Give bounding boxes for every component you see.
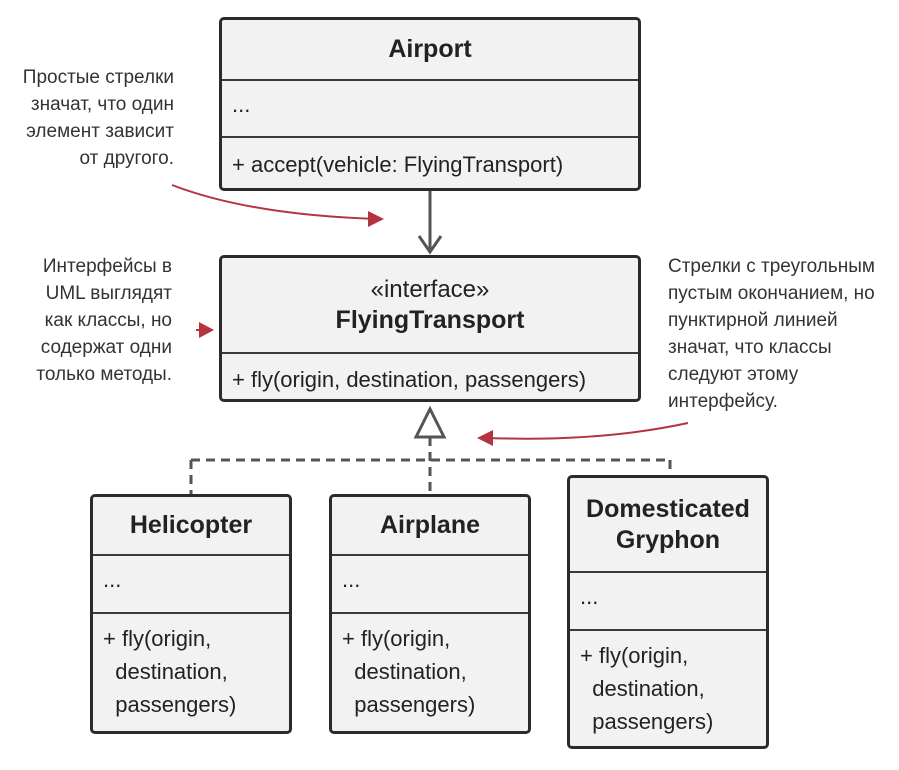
- note-dependency: Простые стрелки значат, что один элемент…: [22, 67, 174, 169]
- note-realization: Стрелки с треугольным пустым окончанием,…: [668, 256, 875, 412]
- dependency-arrow: [417, 190, 443, 255]
- interface-header: «interface» FlyingTransport: [222, 258, 638, 354]
- class-airplane-name: Airplane: [332, 497, 528, 556]
- class-gryphon-name: Domesticated Gryphon: [570, 478, 766, 573]
- class-helicopter-attributes: ...: [93, 556, 289, 614]
- class-helicopter-methods: + fly(origin, destination, passengers): [103, 626, 237, 717]
- class-gryphon-methods: + fly(origin, destination, passengers): [580, 643, 714, 734]
- realization-arrow: [189, 405, 672, 497]
- note-arrow-realization: [477, 422, 689, 446]
- class-gryphon-attributes: ...: [570, 573, 766, 631]
- class-airport-methods: + accept(vehicle: FlyingTransport): [232, 152, 564, 177]
- class-airplane-attributes: ...: [332, 556, 528, 614]
- interface-flying-transport: «interface» FlyingTransport + fly(origin…: [219, 255, 641, 402]
- note-arrow-interface: [196, 322, 214, 338]
- interface-methods: + fly(origin, destination, passengers): [232, 367, 587, 392]
- interface-name: FlyingTransport: [335, 306, 525, 334]
- class-gryphon: Domesticated Gryphon ... + fly(origin, d…: [567, 475, 769, 749]
- interface-stereotype: «interface»: [370, 276, 490, 303]
- note-interface: Интерфейсы в UML выглядят как классы, но…: [36, 256, 172, 385]
- class-helicopter: Helicopter ... + fly(origin, destination…: [90, 494, 292, 734]
- class-airport: Airport ... + accept(vehicle: FlyingTran…: [219, 17, 641, 191]
- note-arrow-dependency: [171, 184, 384, 227]
- class-airport-attributes: ...: [222, 81, 638, 138]
- class-airplane: Airplane ... + fly(origin, destination, …: [329, 494, 531, 734]
- class-airport-name: Airport: [222, 20, 638, 81]
- class-airplane-methods: + fly(origin, destination, passengers): [342, 626, 476, 717]
- class-helicopter-name: Helicopter: [93, 497, 289, 556]
